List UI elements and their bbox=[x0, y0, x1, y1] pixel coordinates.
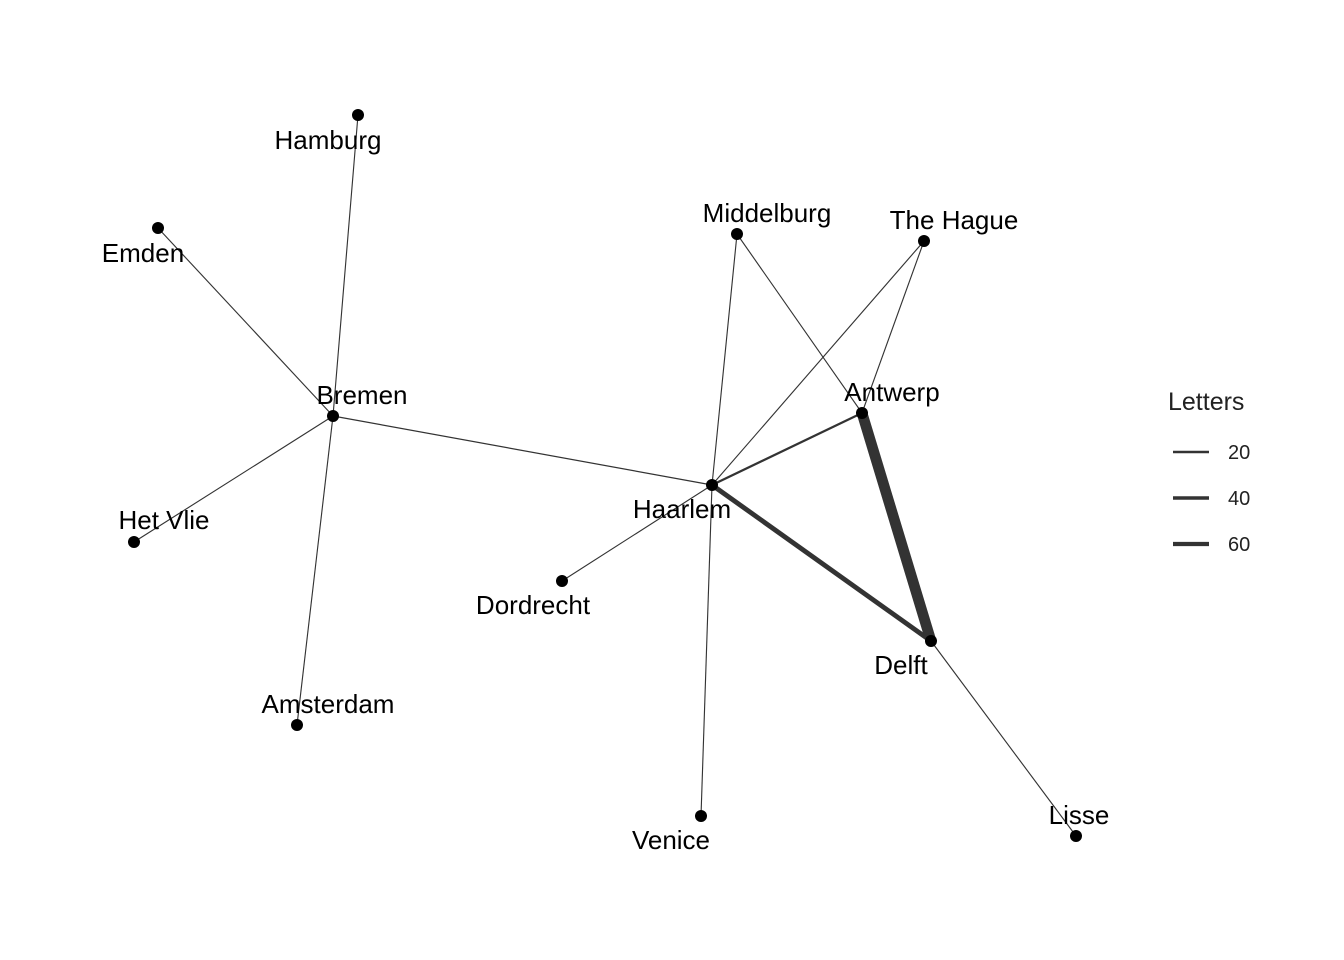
node-label-het-vlie: Het Vlie bbox=[118, 505, 209, 535]
node-label-hamburg: Hamburg bbox=[275, 125, 382, 155]
node-label-delft: Delft bbox=[874, 650, 928, 680]
edge-the-hague-antwerp bbox=[861, 240, 925, 414]
node-label-the-hague: The Hague bbox=[890, 205, 1019, 235]
edge-bremen-emden bbox=[157, 227, 334, 417]
node-the-hague bbox=[918, 235, 930, 247]
legend: Letters 20 40 60 bbox=[1168, 388, 1250, 556]
edge-haarlem-middelburg bbox=[711, 233, 738, 486]
node-emden bbox=[152, 222, 164, 234]
edge-bremen-haarlem bbox=[332, 415, 713, 486]
node-label-lisse: Lisse bbox=[1049, 800, 1110, 830]
node-label-bremen: Bremen bbox=[316, 380, 407, 410]
edge-bremen-hamburg bbox=[332, 114, 359, 417]
legend-title: Letters bbox=[1168, 388, 1244, 416]
node-label-amsterdam: Amsterdam bbox=[262, 689, 395, 719]
edge-haarlem-dordrecht bbox=[561, 484, 713, 582]
node-label-emden: Emden bbox=[102, 238, 184, 268]
node-bremen bbox=[327, 410, 339, 422]
node-label-middelburg: Middelburg bbox=[703, 198, 832, 228]
node-dordrecht bbox=[556, 575, 568, 587]
node-amsterdam bbox=[291, 719, 303, 731]
node-label-venice: Venice bbox=[632, 825, 710, 855]
node-lisse bbox=[1070, 830, 1082, 842]
edge-haarlem-the-hague bbox=[711, 240, 925, 486]
node-antwerp bbox=[856, 407, 868, 419]
edges-layer bbox=[133, 114, 1077, 837]
edge-bremen-amsterdam bbox=[296, 415, 334, 726]
node-het-vlie bbox=[128, 536, 140, 548]
legend-label-60: 60 bbox=[1228, 534, 1250, 556]
node-label-antwerp: Antwerp bbox=[844, 377, 939, 407]
node-delft bbox=[925, 635, 937, 647]
legend-entries: 20 40 60 bbox=[1173, 442, 1250, 556]
edge-antwerp-delft bbox=[856, 411, 937, 643]
legend-label-40: 40 bbox=[1228, 488, 1250, 510]
edge-bremen-het-vlie bbox=[133, 415, 334, 543]
node-hamburg bbox=[352, 109, 364, 121]
edge-haarlem-venice bbox=[700, 484, 713, 817]
node-haarlem bbox=[706, 479, 718, 491]
edge-middelburg-antwerp bbox=[736, 233, 863, 414]
node-label-dordrecht: Dordrecht bbox=[476, 590, 591, 620]
node-middelburg bbox=[731, 228, 743, 240]
edge-haarlem-antwerp bbox=[711, 411, 863, 487]
node-label-haarlem: Haarlem bbox=[633, 494, 731, 524]
edge-delft-lisse bbox=[930, 640, 1077, 837]
legend-label-20: 20 bbox=[1228, 442, 1250, 464]
edge-haarlem-delft bbox=[710, 483, 933, 643]
nodes-layer bbox=[128, 109, 1082, 842]
node-venice bbox=[695, 810, 707, 822]
